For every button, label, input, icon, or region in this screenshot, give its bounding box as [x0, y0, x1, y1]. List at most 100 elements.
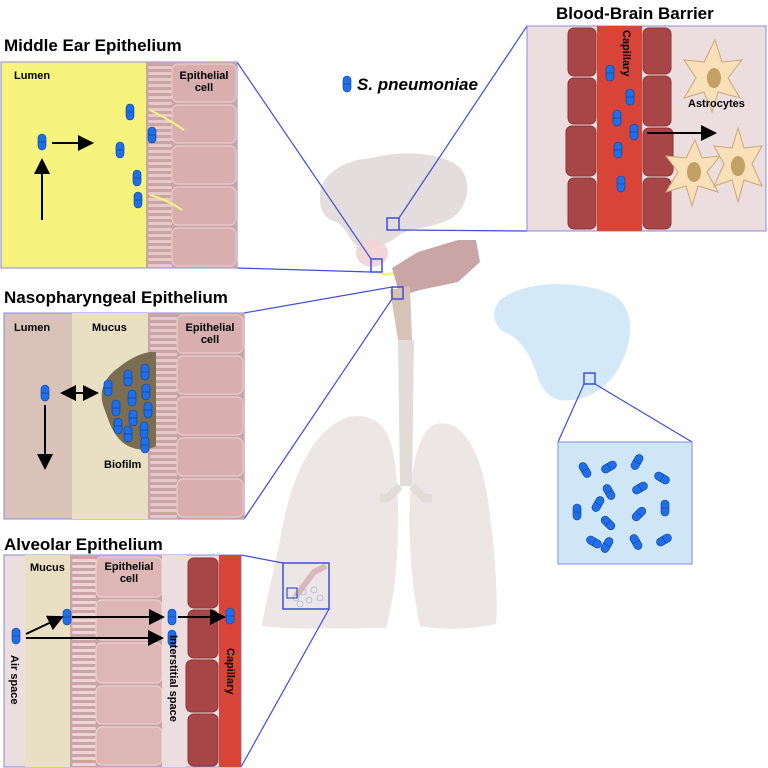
legend-label: S. pneumoniae	[357, 75, 478, 94]
interstitial-space	[162, 555, 186, 767]
bacterium	[660, 499, 670, 517]
bacterium	[113, 417, 123, 435]
bacterium	[625, 88, 635, 106]
trachea	[398, 340, 414, 486]
alveolar-title: Alveolar Epithelium	[4, 535, 163, 554]
bacterium	[605, 64, 615, 82]
bbb-title: Blood-Brain Barrier	[556, 4, 714, 23]
cilia	[72, 559, 96, 766]
bacterium	[139, 421, 149, 439]
middle-ear-panel	[0, 61, 238, 269]
cilia	[148, 66, 172, 267]
endothelial-cells	[185, 557, 219, 767]
alveolar-panel	[3, 554, 242, 768]
right-lung	[262, 416, 398, 629]
bacterium	[586, 535, 602, 549]
bloodstream	[494, 284, 631, 401]
bacterium	[613, 141, 623, 159]
middle-ear-epithelial-label: Epithelial cell	[179, 70, 229, 94]
capillary-lumen	[219, 555, 241, 767]
nasopharyngeal-epithelial-label: Epithelial cell	[185, 322, 235, 346]
bbb-panel	[526, 25, 767, 232]
bacteria-group	[605, 64, 639, 193]
astrocytes-label: Astrocytes	[688, 98, 745, 110]
bacteria-group	[11, 607, 235, 647]
bacterium	[167, 629, 177, 647]
bacterium	[141, 383, 151, 401]
bacterium	[629, 123, 639, 141]
bacterium	[616, 175, 626, 193]
nasal-cavity	[392, 240, 480, 296]
alveolar-capillary-label: Capillary	[224, 648, 236, 695]
blood-panel	[557, 441, 693, 565]
bacterium	[37, 133, 47, 151]
bacterium	[629, 534, 643, 550]
bacterium	[127, 389, 137, 407]
nasopharyngeal-lumen-label: Lumen	[14, 322, 51, 334]
bacterium	[654, 471, 670, 485]
epithelial-cells	[176, 314, 244, 518]
bacterium	[578, 462, 592, 478]
bacteria-group	[40, 363, 153, 454]
bacterium	[225, 607, 235, 625]
bacterium	[602, 484, 616, 500]
nasopharyngeal-title: Nasopharyngeal Epithelium	[4, 288, 228, 307]
nasopharyngeal-panel	[3, 312, 245, 520]
bbb-marker	[386, 217, 400, 231]
bacterium	[630, 454, 644, 470]
bacterium	[572, 503, 582, 521]
bacterium	[600, 515, 616, 531]
lung-zoom-marker	[282, 562, 330, 610]
nasopharynx	[390, 286, 412, 340]
bacterium	[125, 103, 135, 121]
air-space-label: Air space	[8, 655, 20, 705]
brain	[319, 153, 468, 250]
epithelial-cells	[171, 63, 237, 267]
cilia	[150, 317, 177, 518]
bacteria-group	[572, 454, 672, 553]
bacterium	[123, 369, 133, 387]
bacterium	[111, 399, 121, 417]
bacteria-group	[37, 103, 157, 209]
bacterium	[140, 436, 150, 454]
bacterium	[115, 141, 125, 159]
bacterium	[600, 537, 614, 553]
bacterium-icon	[342, 75, 352, 93]
bacterium	[40, 384, 50, 402]
bacterium	[103, 379, 113, 397]
epithelial-cells	[95, 556, 163, 766]
bronchus-right	[409, 483, 432, 502]
bacterium	[631, 506, 647, 522]
bacterium	[591, 496, 605, 512]
bacterium	[11, 627, 21, 645]
blood-marker	[583, 372, 596, 385]
nasopharyngeal-mucus-label: Mucus	[92, 322, 127, 334]
bacterium	[133, 191, 143, 209]
bacterium	[140, 363, 150, 381]
middle-ear-lumen-label: Lumen	[14, 70, 51, 82]
bacterium	[656, 533, 672, 547]
alveolar-mucus-label: Mucus	[30, 562, 65, 574]
alveolar-epithelial-label: Epithelial cell	[104, 561, 154, 585]
bacterium	[143, 401, 153, 419]
bacterium	[342, 75, 352, 93]
nasopharynx-marker	[391, 286, 404, 300]
bacterium	[632, 481, 648, 495]
bacterium	[128, 409, 138, 427]
alveoli-cluster	[292, 563, 328, 608]
endothelial-cells	[565, 27, 674, 230]
left-lung	[409, 423, 497, 629]
bacterium	[167, 608, 177, 626]
bacterium	[612, 109, 622, 127]
bacterium	[62, 608, 72, 626]
middle-ear-title: Middle Ear Epithelium	[4, 36, 182, 55]
anatomy-figure	[262, 153, 631, 629]
bacterium	[123, 425, 133, 443]
bacterium	[132, 169, 142, 187]
connector-lines	[236, 25, 693, 768]
bacterium	[147, 126, 157, 144]
middle-ear-marker	[370, 258, 383, 273]
alveolus-marker	[286, 587, 298, 599]
middle-ear-region	[356, 239, 388, 267]
interstitial-space-label: Interstitial space	[167, 635, 179, 722]
